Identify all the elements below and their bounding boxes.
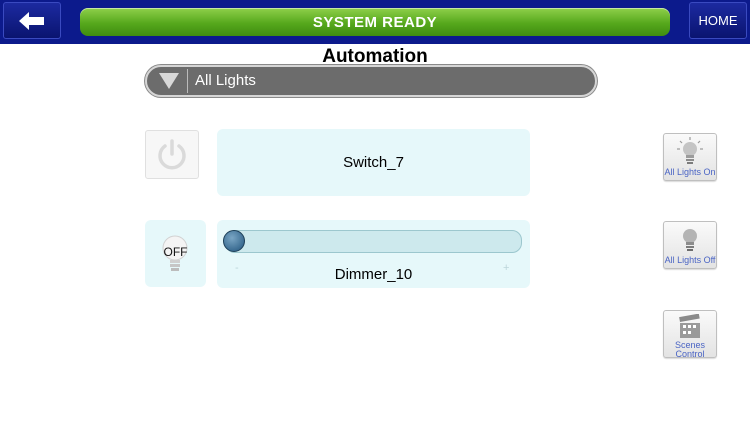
clapperboard-icon	[679, 314, 700, 338]
lightbulb-off-icon	[683, 229, 697, 251]
switch-name: Switch_7	[343, 154, 404, 171]
scenes-control-button[interactable]: Scenes Control	[663, 310, 717, 359]
dimmer-toggle-button[interactable]: OFF	[145, 220, 206, 287]
arrow-left-icon	[19, 11, 44, 30]
dimmer-slider-track[interactable]	[225, 230, 522, 253]
all-lights-off-label: All Lights Off	[664, 255, 716, 265]
dimmer-panel: - + Dimmer_10	[217, 220, 530, 288]
power-icon	[158, 138, 186, 169]
room-select-dropdown[interactable]: All Lights	[145, 65, 597, 97]
triangle-down-icon	[158, 73, 179, 89]
all-lights-on-button[interactable]: All Lights On	[663, 133, 717, 181]
room-select-value: All Lights	[195, 72, 256, 89]
lightbulb-on-icon	[677, 137, 703, 164]
page-title: Automation	[322, 46, 428, 67]
home-button[interactable]: HOME	[689, 2, 747, 39]
dropdown-toggle[interactable]	[150, 69, 188, 93]
dimmer-slider-thumb[interactable]	[223, 230, 245, 252]
lightbulb-icon	[162, 235, 188, 271]
system-status-bar: SYSTEM READY	[80, 8, 670, 36]
switch-panel[interactable]: Switch_7	[217, 129, 530, 196]
home-button-label: HOME	[698, 13, 738, 28]
dimmer-plus-label: +	[503, 262, 510, 274]
back-button[interactable]	[3, 2, 61, 39]
switch-power-button[interactable]	[145, 130, 199, 179]
top-bar: SYSTEM READY HOME	[0, 0, 750, 44]
dimmer-state-label: OFF	[163, 245, 188, 259]
all-lights-on-label: All Lights On	[664, 167, 716, 177]
scenes-control-label: Scenes Control	[674, 340, 706, 359]
all-lights-off-button[interactable]: All Lights Off	[663, 221, 717, 269]
dimmer-name: Dimmer_10	[334, 266, 413, 283]
dimmer-minus-label: -	[235, 262, 239, 274]
system-status-text: SYSTEM READY	[312, 13, 438, 31]
